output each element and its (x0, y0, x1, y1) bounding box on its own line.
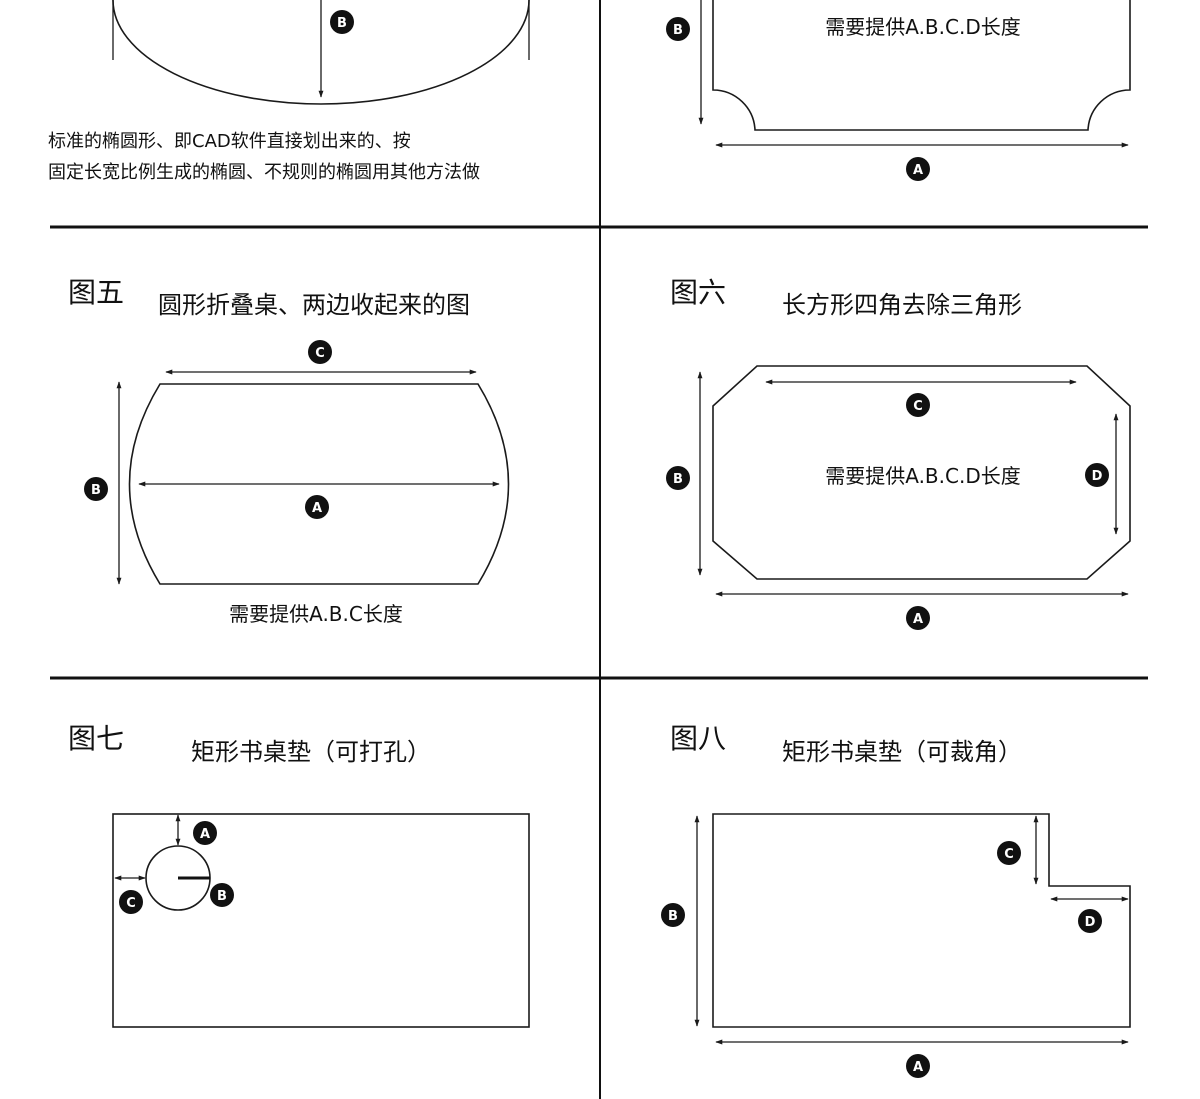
chamfered-rectangle-shape (712, 365, 1131, 580)
badge-c: C (997, 841, 1021, 865)
svg-text:C: C (913, 399, 923, 414)
badge-a: A (193, 821, 217, 845)
panel-fig7: 图七 矩形书桌垫（可打孔） A B C (68, 722, 530, 1028)
panel-fig6: 图六 长方形四角去除三角形 C D B A 需要提供A.B.C.D长度 (666, 276, 1131, 630)
svg-text:B: B (673, 472, 683, 487)
badge-d: D (1078, 909, 1102, 933)
fig7-title: 图七 (68, 722, 124, 755)
svg-text:A: A (913, 612, 923, 627)
fig5-subtitle: 圆形折叠桌、两边收起来的图 (158, 291, 470, 319)
badge-c: C (906, 393, 930, 417)
rounded-note: 需要提供A.B.C.D长度 (825, 15, 1021, 39)
svg-text:A: A (913, 163, 923, 178)
badge-b: B (330, 10, 354, 34)
fig5-note: 需要提供A.B.C长度 (229, 602, 403, 626)
svg-text:C: C (126, 896, 136, 911)
badge-a: A (906, 606, 930, 630)
rounded-corner-rectangle-shape (712, 0, 1131, 131)
fig5-title: 图五 (68, 276, 124, 309)
fig6-title: 图六 (670, 276, 726, 309)
badge-c: C (119, 890, 143, 914)
fig8-title: 图八 (670, 722, 726, 755)
svg-text:D: D (1092, 469, 1103, 484)
svg-text:B: B (217, 889, 227, 904)
badge-b: B (661, 903, 685, 927)
svg-text:A: A (913, 1060, 923, 1075)
fig7-subtitle: 矩形书桌垫（可打孔） (191, 738, 431, 766)
svg-text:D: D (1085, 915, 1096, 930)
ellipse-shape (112, 0, 530, 105)
desk-pad-rectangle (112, 813, 530, 1028)
svg-text:B: B (91, 483, 101, 498)
svg-text:B: B (673, 23, 683, 38)
panel-fig5: 图五 圆形折叠桌、两边收起来的图 C A B 需要提供A.B.C长度 (68, 276, 510, 626)
svg-text:A: A (200, 827, 210, 842)
badge-d: D (1085, 463, 1109, 487)
svg-text:B: B (668, 909, 678, 924)
svg-text:A: A (312, 501, 322, 516)
badge-a: A (906, 157, 930, 181)
svg-text:C: C (1004, 847, 1014, 862)
ellipse-description-line2: 固定长宽比例生成的椭圆、不规则的椭圆用其他方法做 (48, 162, 480, 183)
fig6-subtitle: 长方形四角去除三角形 (782, 291, 1022, 319)
panel-fig8: 图八 矩形书桌垫（可裁角） C D B A (661, 722, 1131, 1078)
svg-text:B: B (337, 16, 347, 31)
panel-rounded-corners: B A 需要提供A.B.C.D长度 (666, 0, 1131, 181)
badge-b: B (84, 477, 108, 501)
svg-text:C: C (315, 346, 325, 361)
fig8-subtitle: 矩形书桌垫（可裁角） (782, 738, 1022, 766)
badge-a: A (305, 495, 329, 519)
notched-desk-pad-shape (712, 813, 1131, 1028)
badge-a: A (906, 1054, 930, 1078)
badge-c: C (308, 340, 332, 364)
panel-ellipse: B 标准的椭圆形、即CAD软件直接划出来的、按 固定长宽比例生成的椭圆、不规则的… (48, 0, 530, 183)
folding-table-shape (128, 383, 510, 585)
badge-b: B (666, 466, 690, 490)
badge-b: B (666, 17, 690, 41)
badge-b: B (210, 883, 234, 907)
fig6-note: 需要提供A.B.C.D长度 (825, 464, 1021, 488)
ellipse-description-line1: 标准的椭圆形、即CAD软件直接划出来的、按 (48, 131, 411, 152)
